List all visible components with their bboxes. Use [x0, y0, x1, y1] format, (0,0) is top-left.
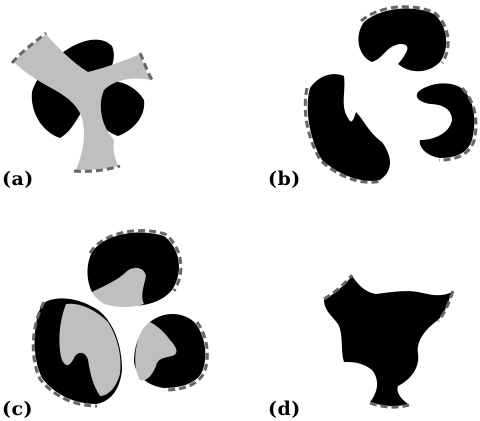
panel-b-boundary-right: [438, 86, 478, 162]
panel-b-right-lobe: [416, 83, 475, 158]
panel-c-left-lobe-inner: [59, 303, 121, 396]
panel-a-gray-region: [14, 34, 152, 170]
panel-d-boundary-bottom: [369, 401, 410, 409]
panel-c-boundary-left: [31, 301, 98, 408]
panel-a-boundary-bottom: [73, 164, 121, 173]
panel-d: (d): [240, 210, 480, 420]
panel-c-label: (c): [2, 398, 34, 420]
panel-b-left-lobe: [307, 74, 390, 181]
panel-c-top-lobe-inner: [92, 267, 146, 307]
panel-b-label: (b): [268, 168, 301, 190]
panel-a-boundary-right: [138, 52, 155, 82]
panel-b: (b): [240, 0, 480, 210]
panel-a-label: (a): [2, 168, 34, 190]
panel-c: (c): [0, 210, 240, 420]
panel-d-boundary-right: [436, 290, 455, 322]
panel-a-diagram: [10, 31, 155, 173]
panel-b-diagram: [303, 5, 478, 184]
panel-d-black-region: [324, 276, 452, 407]
panel-c-diagram: [31, 229, 209, 408]
panel-a: (a): [0, 0, 240, 210]
panel-a-boundary-left: [10, 31, 47, 64]
panel-c-boundary-right: [163, 321, 209, 392]
panel-c-boundary-top: [88, 229, 183, 292]
panel-b-top-lobe: [358, 8, 447, 72]
panel-d-boundary-left: [323, 274, 354, 301]
panel-d-diagram: [323, 274, 455, 409]
panel-b-boundary-left: [303, 87, 383, 184]
panel-d-label: (d): [268, 398, 301, 420]
panel-c-right-lobe-inner: [135, 322, 177, 381]
panel-b-boundary-top: [360, 5, 450, 64]
